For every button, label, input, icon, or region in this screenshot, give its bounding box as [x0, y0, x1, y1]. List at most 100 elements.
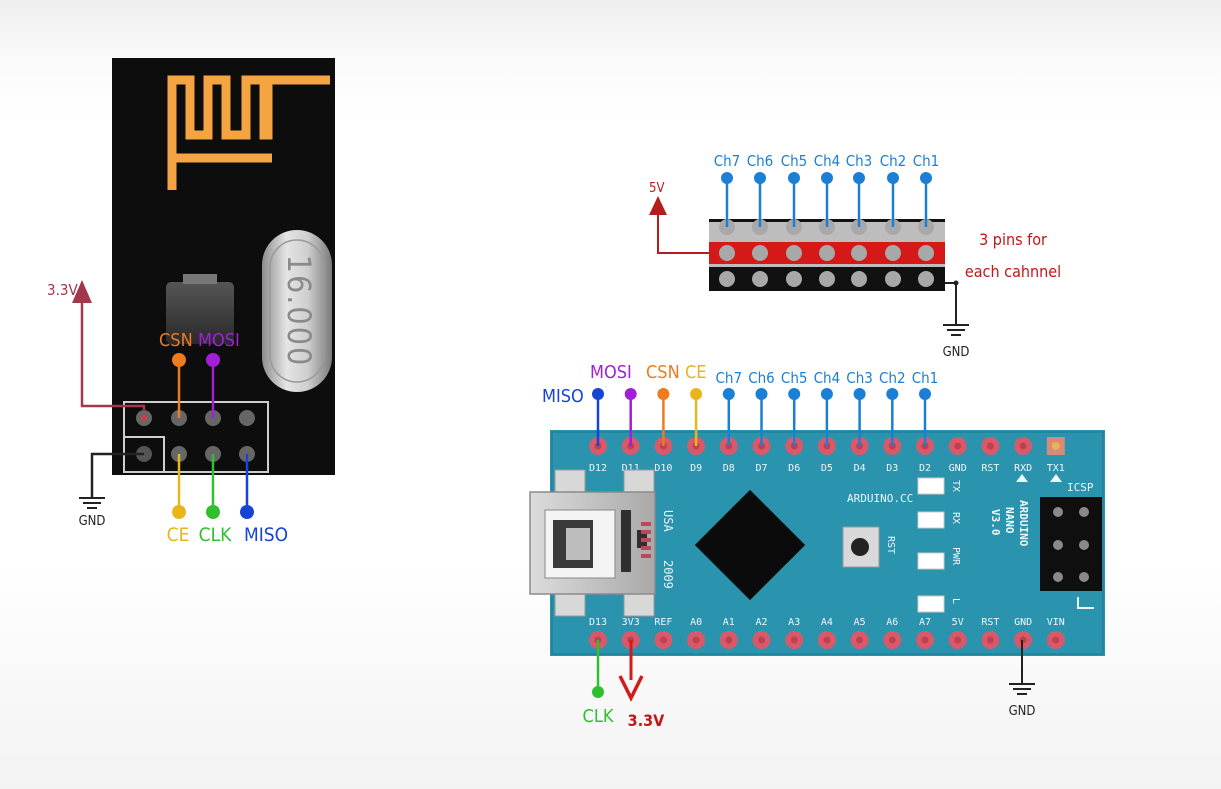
nrf-miso-label: MISO	[244, 524, 288, 546]
arduino-bottom-pin-label: A7	[919, 617, 931, 628]
nrf-clk-label: CLK	[199, 524, 232, 546]
ground-symbol-icon	[1009, 683, 1035, 695]
arduino-wire-end	[853, 388, 866, 400]
nrf-ce-label: CE	[167, 524, 190, 546]
icsp-header	[1040, 497, 1102, 591]
arduino-bottom-pin-label: A2	[755, 617, 767, 628]
servo-channel-label: Ch6	[747, 152, 774, 170]
microcontroller-chip	[694, 489, 806, 601]
arduino-bottom-pin-label: A4	[821, 617, 833, 628]
arduino-side-wires: MISO MOSI CSN CE CLK 3.3V GND	[542, 362, 1035, 730]
power-out-arrow-icon	[618, 675, 644, 702]
arduino-top-pin-label: RST	[981, 463, 999, 474]
arduino-bottom-pin-label: D13	[589, 617, 607, 628]
servo-pin	[851, 245, 867, 261]
mosi-wire-end	[206, 353, 220, 367]
nrf-power-label: 3.3V	[47, 281, 78, 299]
tx-arrow-icon	[1050, 474, 1062, 482]
rxd-arrow-icon	[1016, 474, 1028, 482]
arduino-power-label: 3.3V	[628, 711, 666, 730]
led-label-tx: TX	[950, 480, 961, 492]
crystal-oscillator	[262, 230, 332, 392]
arduino-bottom-pin-label: A6	[886, 617, 898, 628]
arduino-wire-end	[886, 388, 899, 400]
clk-wire-end	[206, 505, 220, 519]
servo-channel-label: Ch7	[714, 152, 741, 170]
arduino-channel-label: Ch4	[814, 369, 841, 387]
servo-channel-wire-end	[754, 172, 766, 184]
icsp-text: ICSP	[1067, 481, 1094, 494]
servo-pin	[819, 271, 835, 287]
servo-pin	[819, 245, 835, 261]
nrf-gnd-wire	[90, 452, 144, 498]
status-leds	[917, 477, 945, 613]
arduino-wire-end	[788, 388, 801, 400]
arduino-top-pin-label: D9	[690, 463, 702, 474]
arduino-top-pin-label: D11	[622, 463, 640, 474]
arduino-miso-label: MISO	[542, 386, 584, 407]
arduino-top-pin-label: RXD	[1014, 463, 1032, 474]
rst-text: RST	[885, 536, 896, 554]
servo-channel-wire-end	[853, 172, 865, 184]
arduino-bottom-pin-label: 5V	[952, 617, 964, 628]
arduino-top-pin-label: D12	[589, 463, 607, 474]
servo-channel-wire-end	[721, 172, 733, 184]
csn-wire-end	[172, 353, 186, 367]
led-label-l: L	[950, 598, 961, 604]
arduino-wire-end	[624, 388, 637, 400]
year-text: 2009	[661, 560, 675, 589]
arduino-ce-label: CE	[685, 362, 707, 383]
reset-button[interactable]	[842, 526, 880, 568]
arduino-top-pin-label: D5	[821, 463, 833, 474]
servo-gnd-wire	[945, 282, 957, 325]
arduino-bottom-pin-label: A3	[788, 617, 800, 628]
arduino-channel-label: Ch2	[879, 369, 906, 387]
servo-channel-label: Ch3	[846, 152, 873, 170]
regulator-chip	[166, 282, 234, 344]
ground-symbol-icon	[79, 497, 105, 509]
arduino-channel-label: Ch6	[748, 369, 775, 387]
servo-pin	[752, 245, 768, 261]
servo-pin	[719, 271, 735, 287]
servo-power-label: 5V	[649, 181, 664, 196]
arduino-bottom-pin-label: VIN	[1047, 617, 1065, 628]
nrf-wires: 3.3V GND CSN MOSI CE CLK MISO	[47, 280, 288, 546]
nrf-power-wire	[80, 300, 146, 412]
arduino-wire-end	[755, 388, 768, 400]
arduino-wire-end	[657, 388, 670, 400]
servo-gnd-label: GND	[943, 345, 970, 360]
pcb-antenna-icon	[167, 75, 330, 187]
model-line1: ARDUINO	[1017, 500, 1030, 547]
arduino-top-pin-label: D8	[723, 463, 735, 474]
nrf24-module: 16.000	[112, 58, 335, 475]
crystal-frequency-text: 16.000	[280, 255, 318, 368]
arduino-wire-end	[722, 388, 735, 400]
servo-power-wire	[657, 210, 709, 254]
arduino-wire-end	[919, 388, 931, 400]
arduino-channel-label: Ch3	[846, 369, 873, 387]
arduino-top-pin-label: D10	[654, 463, 672, 474]
nrf-pin-nc	[239, 410, 255, 426]
arduino-top-pin-label: D6	[788, 463, 800, 474]
led-label-pwr: PWR	[950, 547, 961, 566]
usb-connector-icon	[529, 469, 656, 617]
servo-pin	[719, 245, 735, 261]
arduino-wire-end	[592, 388, 604, 400]
arduino-wire-end	[820, 388, 833, 400]
arduino-bottom-pin-label: A1	[723, 617, 735, 628]
arduino-channel-label: Ch5	[781, 369, 808, 387]
arduino-top-pin-label: D2	[919, 463, 931, 474]
servo-channel-label: Ch1	[913, 152, 940, 170]
power-arrow-icon	[649, 196, 667, 215]
arduino-top-pin-label: GND	[949, 463, 967, 474]
servo-pin	[918, 245, 934, 261]
nrf-csn-label: CSN	[159, 330, 193, 351]
servo-channel-wire-end	[920, 172, 932, 184]
arduino-csn-label: CSN	[646, 362, 680, 383]
servo-note-line2: each cahnnel	[965, 262, 1061, 281]
arduino-bottom-pin-label: RST	[981, 617, 999, 628]
